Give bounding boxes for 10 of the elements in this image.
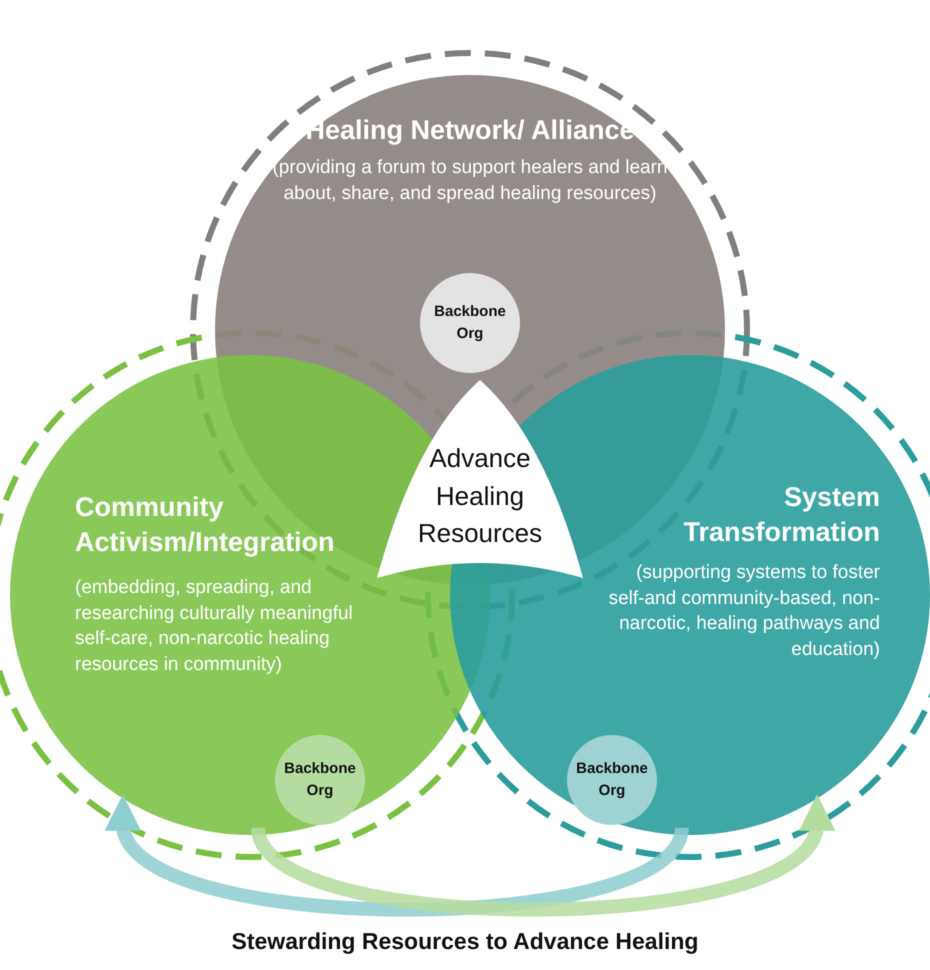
circle-label: Backbone Org [433, 302, 507, 344]
circle-description: (supporting systems to foster self-and community-based, non-narcotic, healing pathways and education) [608, 561, 880, 662]
circle-description: (embedding, spreading, and researching culturally meaningful self-care, non-narcotic healing resources in community) [75, 576, 354, 677]
circle-description: (providing a forum to support healers and learn about, share, and spread healing resources) [271, 156, 668, 206]
circle-label: Backbone Org [575, 758, 649, 801]
circle-title: Community Activism/Integration [75, 491, 336, 560]
caption: Stewarding Resources to Advance Healing [230, 928, 700, 955]
center-label: Advance Healing Resources [416, 442, 544, 550]
circle-label: Backbone Org [283, 758, 357, 801]
circle-title: System Transformation [682, 481, 880, 550]
